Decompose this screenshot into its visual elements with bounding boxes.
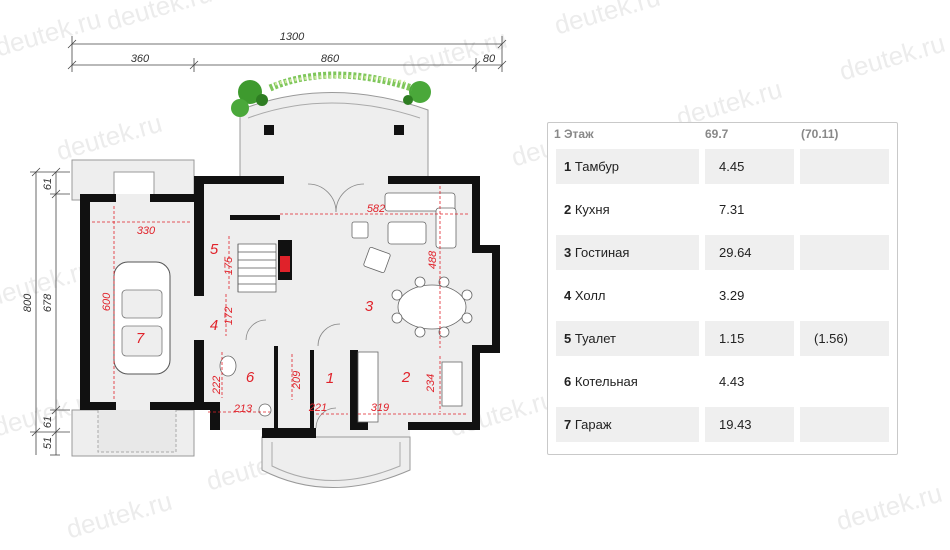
car-icon <box>113 261 171 375</box>
room-num: 4 <box>564 288 572 303</box>
table-row: 6 Котельная 4.43 <box>548 360 897 403</box>
room-dimension-lines <box>92 186 468 415</box>
floor-plan: 1300 360 860 80 800 61 678 61 51 <box>22 31 507 488</box>
room-name-cell: 4 Холл <box>556 278 699 313</box>
room-num: 2 <box>564 202 572 217</box>
boiler-width-label: 213 <box>233 403 253 415</box>
room-name-cell: 2 Кухня <box>556 192 699 227</box>
room-number-1: 1 <box>326 370 334 387</box>
room-name-cell: 5 Туалет <box>556 321 699 356</box>
room-area: 1.15 <box>705 321 794 356</box>
room-number-3: 3 <box>365 298 374 315</box>
room-num: 3 <box>564 245 572 260</box>
stairs <box>237 243 277 293</box>
room-area-extra <box>800 235 889 270</box>
room-area-extra <box>800 407 889 442</box>
room-num: 7 <box>564 417 572 432</box>
room-name: Котельная <box>574 374 638 389</box>
living-width-label: 582 <box>367 203 385 215</box>
dim-seg-left: 360 <box>131 53 150 65</box>
vestibule-height-label: 209 <box>291 371 303 390</box>
room-name: Холл <box>574 288 606 303</box>
dim-h-mid: 678 <box>42 293 54 312</box>
floor-label: 1 Этаж <box>554 127 594 141</box>
table-row: 5 Туалет 1.15 (1.56) <box>548 317 897 360</box>
dim-total-height: 800 <box>22 293 34 312</box>
room-area: 3.29 <box>719 288 745 303</box>
room-num: 6 <box>564 374 572 389</box>
dim-h-bottom: 51 <box>42 437 54 449</box>
table-row: 4 Холл 3.29 <box>548 274 897 317</box>
room-area-extra <box>800 364 889 399</box>
fireplace-icon <box>280 256 290 272</box>
room-name: Кухня <box>574 202 610 217</box>
entrance-porch <box>261 436 411 488</box>
room-number-2: 2 <box>401 369 411 386</box>
watermark: deutek.ru <box>550 0 664 41</box>
room-area-extra: (1.56) <box>800 321 889 356</box>
room-area-table: 1 Этаж 69.7 (70.11) 1 Тамбур 4.45 2 Кухн… <box>547 122 898 455</box>
table-header: 1 Этаж 69.7 (70.11) <box>548 123 897 145</box>
room-number-7: 7 <box>136 330 145 347</box>
room-name: Гостиная <box>574 245 630 260</box>
walls <box>80 176 500 438</box>
living-height-label: 488 <box>427 250 439 269</box>
room-area: 7.31 <box>719 202 745 217</box>
garage-width-label: 330 <box>137 225 156 237</box>
room-area: 4.43 <box>719 374 745 389</box>
room-area: 19.43 <box>705 407 794 442</box>
room-number-6: 6 <box>246 369 255 386</box>
dim-h-top: 61 <box>42 178 54 190</box>
kitchen-height-label: 234 <box>425 374 437 393</box>
garage-height-label: 600 <box>101 292 113 311</box>
dim-total-width: 1300 <box>280 31 305 43</box>
stair-height-label: 175 <box>223 256 235 275</box>
room-area-extra <box>800 149 889 184</box>
room-num: 5 <box>564 331 572 346</box>
dim-seg-right: 80 <box>483 53 496 65</box>
watermark: deutek.ru <box>832 477 946 537</box>
boiler-height-label: 222 <box>211 376 223 395</box>
room-number-4: 4 <box>210 317 218 334</box>
room-name-cell: 1 Тамбур <box>556 149 699 184</box>
vestibule-width-label: 221 <box>308 402 327 414</box>
room-name-cell: 6 Котельная <box>556 364 699 399</box>
table-row: 1 Тамбур 4.45 <box>548 145 897 188</box>
plants <box>231 71 431 117</box>
room-area-extra <box>800 192 889 227</box>
room-area: 4.45 <box>705 149 794 184</box>
room-name-cell: 3 Гостиная <box>556 235 699 270</box>
room-name: Туалет <box>574 331 616 346</box>
floor-area-gross: (70.11) <box>801 127 839 141</box>
room-area-extra <box>800 278 889 313</box>
table-row: 2 Кухня 7.31 <box>548 188 897 231</box>
kitchen-width-label: 319 <box>371 402 389 414</box>
room-name: Тамбур <box>574 159 619 174</box>
dim-h-lower: 61 <box>42 416 54 428</box>
room-name-cell: 7 Гараж <box>556 407 699 442</box>
room-number-5: 5 <box>210 241 219 258</box>
room-area: 29.64 <box>705 235 794 270</box>
top-dimension-lines <box>67 36 507 72</box>
dim-seg-mid: 860 <box>321 53 340 65</box>
top-terrace <box>239 92 429 179</box>
floor-area-total: 69.7 <box>705 127 729 141</box>
table-row: 7 Гараж 19.43 <box>548 403 897 446</box>
watermark: deutek.ru <box>835 27 949 87</box>
table-row: 3 Гостиная 29.64 <box>548 231 897 274</box>
hall-height-label: 172 <box>223 307 235 325</box>
furniture <box>219 192 473 423</box>
left-dimension-lines <box>30 167 70 456</box>
room-name: Гараж <box>574 417 612 432</box>
room-num: 1 <box>564 159 572 174</box>
